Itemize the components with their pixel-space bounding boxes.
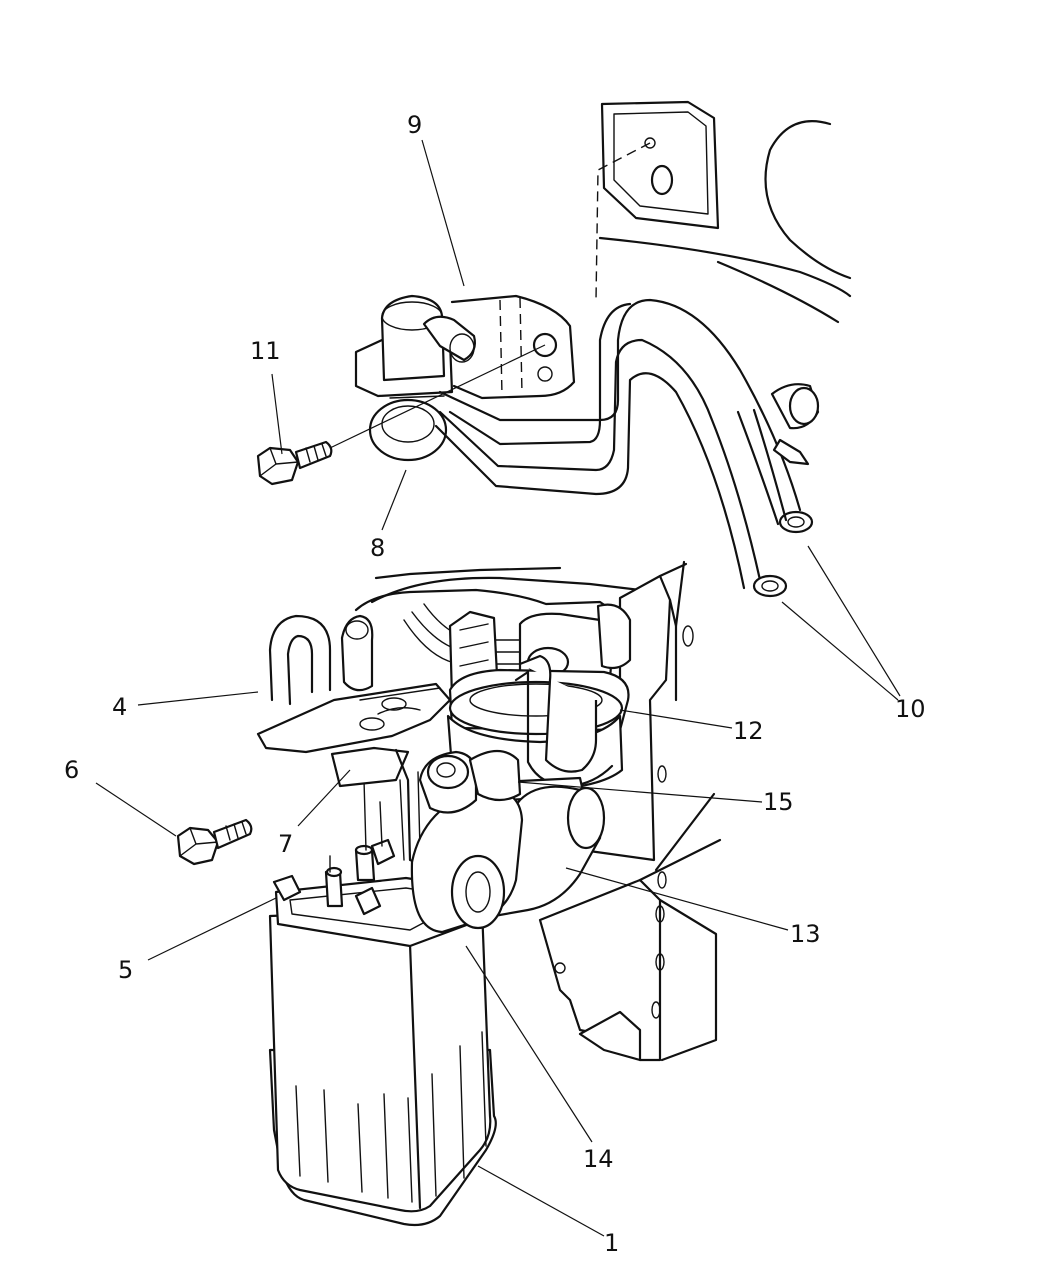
callout-9: 9 <box>407 111 422 139</box>
callout-15: 15 <box>763 788 794 816</box>
u-tube <box>268 614 374 706</box>
leader-lines <box>95 139 901 1237</box>
valve-bracket <box>450 294 576 400</box>
bolt-11 <box>256 344 546 486</box>
callout-6: 6 <box>64 756 79 784</box>
purge-valve <box>354 294 476 462</box>
callout-12: 12 <box>733 717 764 745</box>
body-panel <box>598 100 852 324</box>
callout-11: 11 <box>250 337 281 365</box>
vapor-hoses <box>434 298 820 598</box>
callout-14: 14 <box>583 1145 614 1173</box>
bolt-6 <box>176 818 253 866</box>
callouts: 9 11 8 10 4 12 6 15 7 13 5 14 1 <box>64 111 926 1257</box>
callout-10: 10 <box>895 695 926 723</box>
callout-7: 7 <box>278 830 293 858</box>
callout-13: 13 <box>790 920 821 948</box>
callout-8: 8 <box>370 534 385 562</box>
canister-mount-bracket <box>256 682 452 870</box>
callout-1: 1 <box>604 1229 619 1257</box>
canister-hoses <box>410 749 606 934</box>
callout-4: 4 <box>112 693 127 721</box>
callout-5: 5 <box>118 956 133 984</box>
